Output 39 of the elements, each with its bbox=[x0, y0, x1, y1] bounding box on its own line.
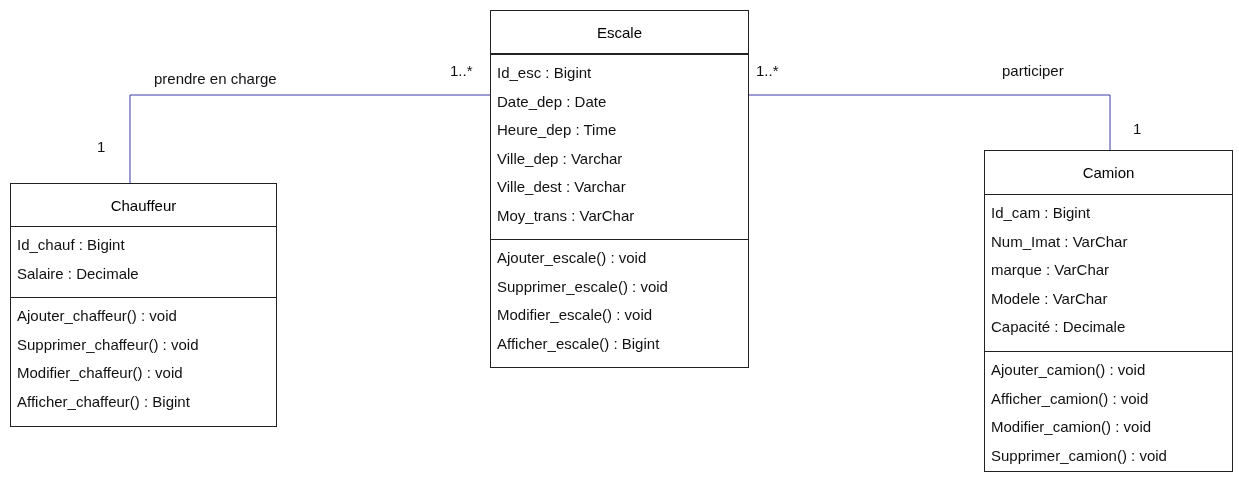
association-line bbox=[748, 94, 1111, 151]
attribute: Ville_dest : Varchar bbox=[497, 177, 627, 198]
method: Supprimer_chaffeur() : void bbox=[17, 334, 200, 355]
attribute: Num_Imat : VarChar bbox=[991, 231, 1129, 252]
attribute: Capacité : Decimale bbox=[991, 317, 1127, 338]
multiplicity: 1..* bbox=[450, 62, 473, 79]
attribute: Ville_dep : Varchar bbox=[497, 148, 624, 169]
association-line bbox=[129, 94, 491, 184]
class-box bbox=[490, 10, 749, 368]
attribute: Modele : VarChar bbox=[991, 288, 1109, 309]
attribute: Heure_dep : Time bbox=[497, 120, 618, 141]
method: Modifier_camion() : void bbox=[991, 417, 1153, 438]
method: Afficher_chaffeur() : Bigint bbox=[17, 391, 191, 412]
attribute: Id_esc : Bigint bbox=[497, 63, 593, 83]
attribute: Date_dep : Date bbox=[497, 91, 608, 112]
class-name: Escale bbox=[596, 22, 643, 43]
class-box bbox=[10, 183, 277, 427]
method: Ajouter_camion() : void bbox=[991, 360, 1147, 380]
attribute: Id_cam : Bigint bbox=[991, 203, 1092, 223]
method: Supprimer_escale() : void bbox=[497, 276, 669, 297]
edge-label: prendre en charge bbox=[152, 70, 279, 87]
method: Modifier_chaffeur() : void bbox=[17, 363, 184, 384]
multiplicity: 1 bbox=[97, 138, 106, 155]
class-name: Chauffeur bbox=[109, 195, 178, 216]
method: Ajouter_escale() : void bbox=[497, 248, 648, 268]
attribute: Moy_trans : VarChar bbox=[497, 205, 636, 226]
attribute: marque : VarChar bbox=[991, 260, 1111, 281]
class-name: Camion bbox=[1081, 163, 1136, 183]
method: Afficher_camion() : void bbox=[991, 388, 1150, 409]
method: Modifier_escale() : void bbox=[497, 305, 654, 326]
edge-label: participer bbox=[1000, 62, 1066, 79]
multiplicity: 1 bbox=[1133, 120, 1142, 137]
attribute: Salaire : Decimale bbox=[17, 263, 140, 284]
method: Afficher_escale() : Bigint bbox=[497, 333, 661, 354]
method: Ajouter_chaffeur() : void bbox=[17, 306, 178, 326]
method: Supprimer_camion() : void bbox=[991, 445, 1168, 466]
class-box bbox=[984, 150, 1233, 472]
multiplicity: 1..* bbox=[756, 62, 779, 79]
attribute: Id_chauf : Bigint bbox=[17, 235, 126, 255]
